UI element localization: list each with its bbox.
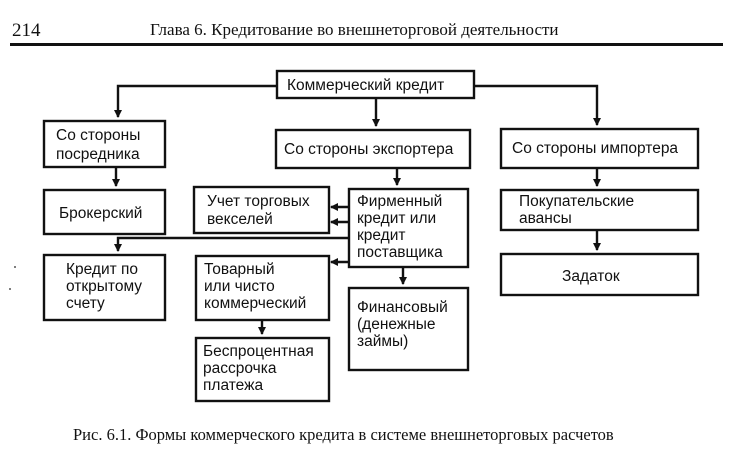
firm-credit-line-1: Фирменный <box>357 193 442 210</box>
deposit-label: Задаток <box>562 268 620 285</box>
goods-credit-line-3: коммерческий <box>204 295 306 312</box>
exporter-label: Со стороны экспортера <box>284 141 454 158</box>
financial-line-2: (денежные <box>357 316 436 333</box>
svg-text:Брокерский: Брокерский <box>59 205 142 222</box>
header-rule <box>10 43 723 46</box>
prepayment-line-1: Покупательские <box>519 193 634 210</box>
node-brokerage: Брокерский <box>42 188 167 236</box>
open-account-line-1: Кредит по <box>66 261 138 278</box>
goods-credit-line-2: или чисто <box>204 278 275 295</box>
prepayment-line-2: авансы <box>519 210 572 227</box>
node-exporter: Со стороны экспортера <box>274 128 472 170</box>
connectors <box>112 84 601 335</box>
open-account-box <box>42 253 167 322</box>
deposit-box <box>499 252 700 297</box>
installment-line-3: платежа <box>203 377 263 394</box>
root-label: Коммерческий кредит <box>287 77 444 94</box>
svg-text:Со стороны экспортера: Со стороны экспортера <box>284 141 454 158</box>
svg-text:Со стороны импортера: Со стороны импортера <box>512 140 678 157</box>
installment-line-2: рассрочка <box>203 360 277 377</box>
brokerage-box <box>42 188 167 236</box>
financial-line-1: Финансовый <box>357 299 448 316</box>
running-header-chapter-title: Глава 6. Кредитование во внешнеторговой … <box>150 20 559 39</box>
brokerage-label: Брокерский <box>59 205 142 222</box>
node-root: Коммерческий кредит <box>275 69 476 100</box>
firm-credit-line-2: кредит или <box>357 210 436 227</box>
intermediary-line-1: Со стороны <box>56 127 140 144</box>
root-box <box>275 69 476 100</box>
intermediary-box <box>42 119 167 169</box>
bills-box <box>192 185 331 235</box>
goods-credit-line-1: Товарный <box>204 261 275 278</box>
prepayment-box <box>499 188 700 232</box>
node-importer: Со стороны импортера <box>499 127 700 170</box>
figure-caption: Рис. 6.1. Формы коммерческого кредита в … <box>73 425 614 444</box>
node-intermediary: Со стороны посредника <box>42 119 167 169</box>
financial-line-3: займы) <box>357 333 408 350</box>
open-account-line-3: счету <box>66 295 105 312</box>
svg-text:Задаток: Задаток <box>562 268 620 285</box>
importer-label: Со стороны импортера <box>512 140 678 157</box>
firm-credit-line-4: поставщика <box>357 244 443 261</box>
firm-credit-box <box>347 187 470 269</box>
intermediary-line-2: посредника <box>56 146 140 163</box>
scan-speck-2 <box>9 288 11 290</box>
bills-line-2: векселей <box>207 211 273 228</box>
connector-root-intermediary <box>114 84 277 118</box>
installment-line-1: Беспроцентная <box>203 343 314 360</box>
connector-root-importer <box>474 84 601 126</box>
node-deposit: Задаток <box>499 252 700 297</box>
firm-credit-line-3: кредит <box>357 227 405 244</box>
scan-speck <box>14 266 16 268</box>
exporter-box <box>274 128 472 170</box>
svg-text:Коммерческий кредит: Коммерческий кредит <box>287 77 444 94</box>
financial-box <box>347 286 470 372</box>
page-number: 214 <box>12 20 41 41</box>
bills-line-1: Учет торговых <box>207 193 310 210</box>
importer-box <box>499 127 700 170</box>
goods-credit-box <box>194 254 331 322</box>
open-account-line-2: открытому <box>66 278 142 295</box>
installment-box <box>194 336 331 403</box>
connector-firm-open-account <box>114 236 349 252</box>
